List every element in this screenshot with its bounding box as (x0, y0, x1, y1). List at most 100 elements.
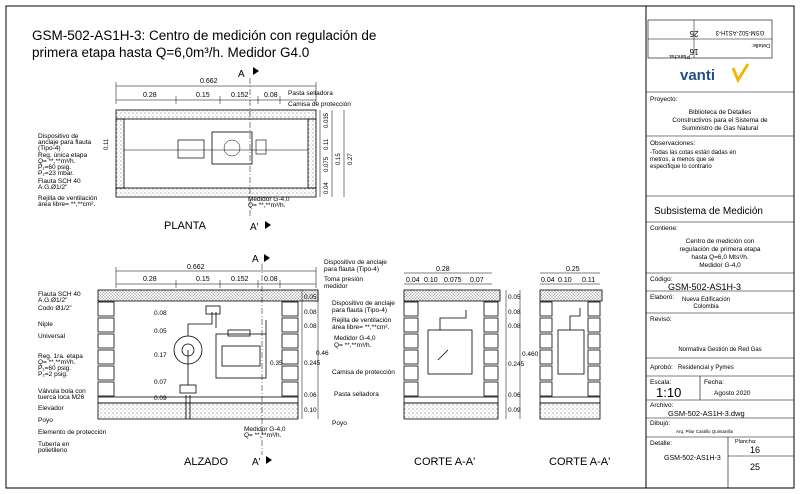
planta-dim-right-4: 0.04 (324, 182, 330, 194)
corte1-dim-right-7: 0.09 (508, 407, 521, 414)
tb-header-plancha-label: Plancha: (668, 53, 690, 59)
planta-label-disp-1: Dispositivo de (38, 133, 79, 140)
planta-title: PLANTA (164, 220, 207, 232)
brand-logo-text: vanti (680, 67, 715, 84)
alzado-dim-right-1: 0.05 (304, 294, 317, 301)
planta-dim-right-5: 0.15 (336, 153, 342, 165)
alzado-label-medidor-1: Medidor G-4,0 (334, 335, 376, 342)
alzado-section-a: A (252, 254, 259, 265)
tb-detalle2-value: GSM-502-AS1H-3 (664, 455, 721, 462)
tb-subsistema: Subsistema de Medición (654, 206, 763, 217)
tb-proyecto-3: Suministro de Gas Natural (682, 125, 759, 132)
tb-reviso-value: Normativa Gestión de Red Gas (678, 347, 761, 353)
planta-dim-right-3: 0.075 (324, 156, 330, 172)
tb-codigo-value: GSM-502-AS1H-3 (668, 282, 741, 292)
planta-label-reg-3: P₁=60 psig. (38, 164, 71, 171)
planta-dim-right-2: 0.11 (324, 138, 330, 150)
tb-reviso-label: Revisó: (650, 316, 672, 323)
alzado-label-disp-top-1: Dispositivo de anclaje (324, 259, 387, 266)
alzado-label-medidor-b-2: Q= **,**m³/h. (244, 432, 282, 439)
corte1-dim-right-2: 0.08 (508, 309, 521, 316)
tb-proyecto-1: Biblioteca de Detalles (689, 109, 752, 116)
alzado-dim-left-2: 0.05 (154, 328, 167, 335)
title-line-1: GSM-502-AS1H-3: Centro de medición con r… (32, 28, 377, 43)
corte1-dim-4: 0.07 (470, 277, 484, 284)
alzado-section-a-prime: A' (252, 457, 261, 468)
planta-label-reg-1: Reg. única etapa (38, 152, 88, 159)
corte1-dim-2: 0.10 (424, 277, 438, 284)
planta-dim-3: 0.152 (231, 92, 249, 99)
corte1-dim-right-3: 0.08 (508, 323, 521, 330)
alzado-dim-right-7: 0.10 (304, 407, 317, 414)
planta-dim-4: 0.08 (264, 92, 278, 99)
planta-dim-2: 0.15 (196, 92, 210, 99)
alzado-label-poyo: Poyo (38, 417, 53, 424)
alzado-label-disp-mid-1: Dispositivo de anclaje (332, 300, 395, 307)
alzado-label-disp-mid-2: para flauta (Tipo-4) (332, 307, 387, 314)
tb-elaboro-1: Nueva Edificación (682, 297, 730, 303)
tb-fecha-value: Agosto 2020 (714, 390, 751, 397)
tb-obs-3: especifique lo contrario (650, 164, 712, 170)
alzado-dim-left-4: 0.07 (154, 379, 167, 386)
tb-contiene-label: Contiene: (650, 225, 678, 232)
tb-elaboro-label: Elaboró: (650, 294, 674, 301)
alzado-label-camisa: Camisa de protección (332, 369, 395, 376)
alzado-label-reg-1: Reg. 1ra. etapa (38, 353, 83, 360)
alzado-label-reg-2: Q= **,**m³/h. (38, 359, 76, 366)
tb-escala-value: 1:10 (656, 385, 681, 400)
planta-label-pasta: Pasta selladora (288, 90, 333, 97)
planta-label-disp-2: anclaje para flauta (38, 139, 92, 146)
planta-dim-right-6: 0.27 (348, 153, 354, 165)
corte1-dim-right-1: 0.05 (508, 294, 521, 301)
alzado-label-poyo2: Poyo (332, 420, 347, 427)
alzado-label-valvula-2: tuerca loca M26 (38, 394, 85, 401)
tb-contiene-3: hasta Q=6,0 Mts³/h. (691, 254, 748, 261)
corte2-dim-total: 0.25 (566, 266, 580, 273)
tb-header-detalle-label: Detalle: (751, 42, 770, 48)
tb-codigo-label: Código: (650, 276, 673, 283)
planta-dim-left: 0.11 (104, 138, 110, 150)
corte2-view: 0.25 0.04 0.10 0.11 CORTE A-A' (539, 266, 610, 468)
alzado-label-universal: Universal (38, 333, 66, 340)
tb-plancha2-total: 25 (750, 462, 760, 472)
alzado-dim-right-6: 0.06 (304, 392, 317, 399)
tb-aprobo-label: Aprobó: (650, 364, 673, 371)
tb-contiene-1: Centro de medición con (686, 238, 755, 245)
alzado-dim-left-1: 0.08 (154, 310, 167, 317)
planta-label-medidor-1: Medidor G-4,0 (248, 196, 290, 203)
planta-section-a: A (238, 69, 245, 80)
tb-elaboro-2: Colombia (693, 304, 719, 310)
planta-label-flauta-2: A.G.Ø1/2" (38, 184, 68, 191)
alzado-label-elemento: Elemento de protección (38, 429, 107, 436)
planta-dim-total: 0.662 (200, 78, 218, 85)
corte1-dim-total: 0.28 (436, 266, 450, 273)
corte1-dim-right-4: 0.460 (522, 351, 539, 358)
tb-contiene-4: Medidor G-4,0 (699, 262, 741, 269)
tb-archivo-value: GSM-502-AS1H-3.dwg (668, 409, 745, 418)
tb-proyecto-label: Proyecto: (650, 96, 678, 103)
alzado-label-flauta-1: Flauta SCH 40 (38, 291, 81, 298)
tb-dibujo-label: Dibujó: (650, 420, 670, 427)
tb-aprobo-value: Residencial y Pymes (678, 365, 734, 371)
tb-header-plancha-total: 25 (689, 29, 698, 38)
tb-contiene-2: regulación de primera etapa (680, 246, 761, 253)
planta-label-reg-2: Q= **,**m³/h. (38, 158, 76, 165)
alzado-label-reg-4: P₂=2 psig. (38, 371, 68, 378)
alzado-dim-right-3: 0.08 (304, 323, 317, 330)
alzado-dim-total: 0.662 (187, 264, 205, 271)
planta-label-camisa: Camisa de protección (288, 101, 351, 108)
alzado-label-disp-top-2: para flauta (Tipo-4) (324, 266, 379, 273)
planta-dim-1: 0.28 (143, 92, 157, 99)
tb-obs-1: -Todas las cotas están dadas en (650, 150, 736, 156)
corte2-title: CORTE A-A' (549, 456, 610, 468)
alzado-dim-left-5: 0.09 (154, 395, 167, 402)
alzado-label-valvula-1: Válvula bola con (38, 388, 86, 395)
alzado-label-flauta-2: A.G.Ø1/2" (38, 297, 68, 304)
alzado-label-niple: Niple (38, 321, 53, 328)
corte1-dim-1: 0.04 (406, 277, 420, 284)
planta-view: 0.662 0.28 0.15 0.152 0.08 (38, 67, 354, 233)
alzado-dim-3: 0.152 (231, 276, 249, 283)
alzado-dim-046: 0.46 (316, 350, 329, 357)
planta-label-disp-3: (Tipo-4) (38, 145, 61, 152)
